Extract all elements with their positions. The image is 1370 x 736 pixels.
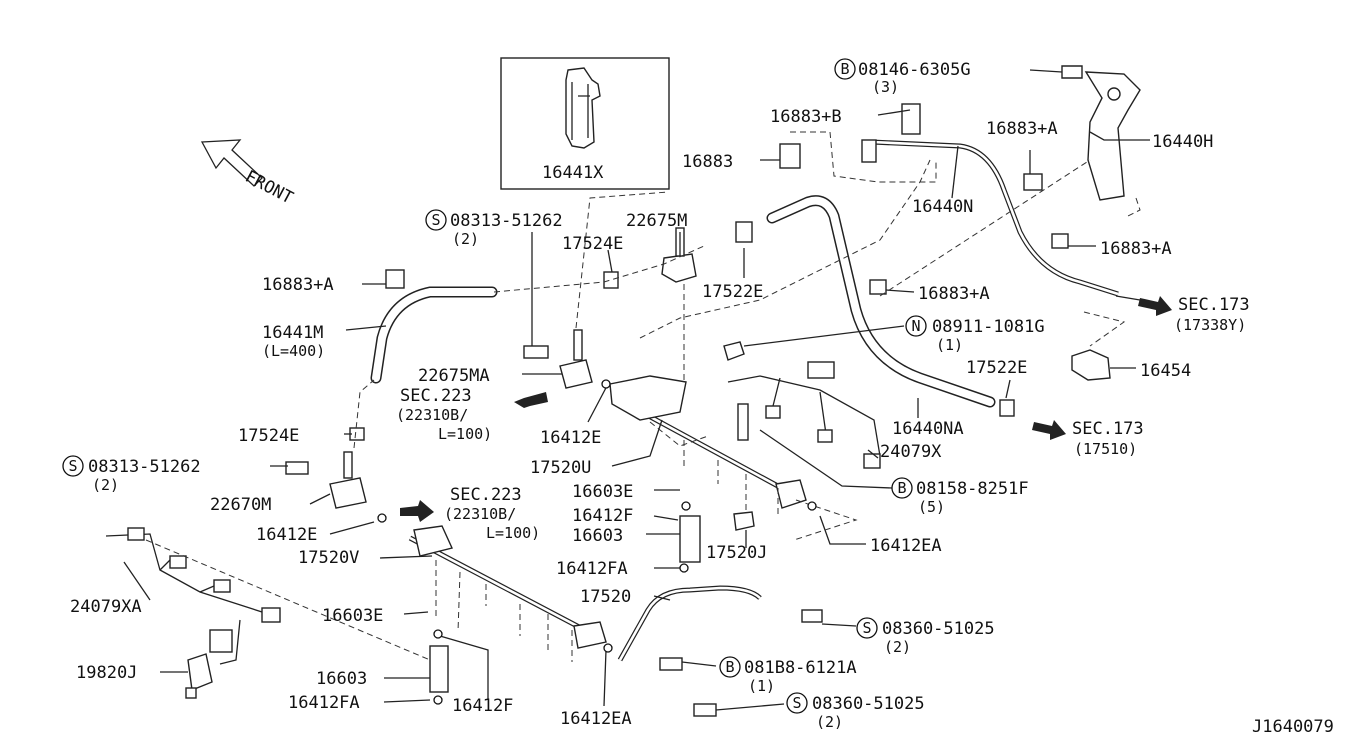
label-08911-1081g: 08911-1081G (932, 317, 1045, 337)
label-16883a-left: 16883+A (262, 275, 334, 295)
qty-08360-top: (2) (884, 638, 911, 656)
components (185, 65, 1141, 717)
label-16883a-mid: 16883+A (918, 284, 990, 304)
label-08360-top: 08360-51025 (882, 619, 995, 639)
prefix-letter: S (862, 619, 871, 637)
front-arrow: FRONT (200, 139, 297, 209)
inset-part-label: 16441X (542, 163, 604, 183)
label-16883b: 16883+B (770, 107, 842, 127)
label-sec173-b: SEC.173 (1072, 419, 1144, 439)
ref-sec173-b: (17510) (1074, 440, 1137, 458)
ref-sec223-a: (22310B/ (396, 406, 468, 424)
direction-arrows (400, 296, 1172, 522)
ref-sec223-b: (22310B/ (444, 505, 516, 523)
arrow-sec223-b (400, 500, 434, 522)
prefix-letter: S (431, 211, 440, 229)
label-16412e-mid: 16412E (540, 428, 601, 448)
prefix-letter: B (840, 60, 849, 78)
label-08158-8251f: 08158-8251F (916, 479, 1029, 499)
o-rings (377, 379, 817, 705)
label-16603e-low: 16603E (322, 606, 383, 626)
label-16441m: 16441M (262, 323, 323, 343)
qty-08313-left: (2) (92, 476, 119, 494)
label-sec223-b: SEC.223 (450, 485, 522, 505)
prefix-letter: S (792, 694, 801, 712)
label-24079xa: 24079XA (70, 597, 142, 617)
leader-lines (123, 69, 1150, 711)
label-16440na: 16440NA (892, 419, 964, 439)
qty-08313-top: (2) (452, 230, 479, 248)
prefix-letter: N (911, 317, 920, 335)
label-081b8-6121a: 081B8-6121A (744, 658, 857, 678)
label-16440n: 16440N (912, 197, 973, 217)
label-17524e-left: 17524E (238, 426, 299, 446)
label-24079x: 24079X (880, 442, 942, 462)
label-16603-mid: 16603 (572, 526, 623, 546)
label-16603-low: 16603 (316, 669, 367, 689)
label-19820j: 19820J (76, 663, 137, 683)
label-17522e-right: 17522E (966, 358, 1027, 378)
label-17522e-mid: 17522E (702, 282, 763, 302)
label-16883a-top: 16883+A (986, 119, 1058, 139)
label-16883: 16883 (682, 152, 733, 172)
label-22670m: 22670M (210, 495, 271, 515)
label-16412fa-low: 16412FA (288, 693, 360, 713)
label-08360-low: 08360-51025 (812, 694, 925, 714)
label-16412e-left: 16412E (256, 525, 317, 545)
len-16441m: (L=400) (262, 342, 325, 360)
label-08146-6305g: 08146-6305G (858, 60, 971, 80)
arrow-sec173-a (1138, 296, 1172, 316)
len-sec223-a: L=100) (438, 425, 492, 443)
qty-08146: (3) (872, 78, 899, 96)
qty-08911: (1) (936, 336, 963, 354)
qty-08360-low: (2) (816, 713, 843, 731)
front-label: FRONT (242, 167, 297, 209)
label-16454: 16454 (1140, 361, 1191, 381)
label-16603e-mid: 16603E (572, 482, 633, 502)
label-08313-top: 08313-51262 (450, 211, 563, 231)
arrow-sec173-b (1032, 420, 1066, 440)
label-16883a-right: 16883+A (1100, 239, 1172, 259)
part-labels: B 08146-6305G (3) 16883+B 16883+A 16440H… (62, 58, 1334, 736)
harness-24079x (727, 361, 881, 469)
label-17520u: 17520U (530, 458, 591, 478)
label-16412f-low: 16412F (452, 696, 513, 716)
label-16412fa-mid: 16412FA (556, 559, 628, 579)
label-17524e-top: 17524E (562, 234, 623, 254)
inset-box: 16441X (500, 57, 670, 190)
harness-24079xa (105, 527, 281, 665)
label-17520v: 17520V (298, 548, 359, 568)
prefix-letter: B (897, 479, 906, 497)
label-17520: 17520 (580, 587, 631, 607)
arrow-sec223-a (514, 392, 548, 408)
diagram-code: J1640079 (1252, 717, 1334, 736)
label-16412ea-right: 16412EA (870, 536, 942, 556)
label-08313-left: 08313-51262 (88, 457, 201, 477)
qty-081b8: (1) (748, 677, 775, 695)
label-16412f-mid: 16412F (572, 506, 633, 526)
label-22675m: 22675M (626, 211, 687, 231)
label-sec223-a: SEC.223 (400, 386, 472, 406)
label-22675ma: 22675MA (418, 366, 490, 386)
ref-sec173-a: (17338Y) (1174, 316, 1246, 334)
prefix-letter: S (68, 457, 77, 475)
qty-08158: (5) (918, 498, 945, 516)
label-16440h: 16440H (1152, 132, 1213, 152)
label-sec173-a: SEC.173 (1178, 295, 1250, 315)
len-sec223-b: L=100) (486, 524, 540, 542)
prefix-circle (834, 58, 856, 80)
hoses (370, 139, 1119, 662)
label-16412ea-low: 16412EA (560, 709, 632, 729)
label-17520j: 17520J (706, 543, 767, 563)
prefix-letter: B (725, 658, 734, 676)
